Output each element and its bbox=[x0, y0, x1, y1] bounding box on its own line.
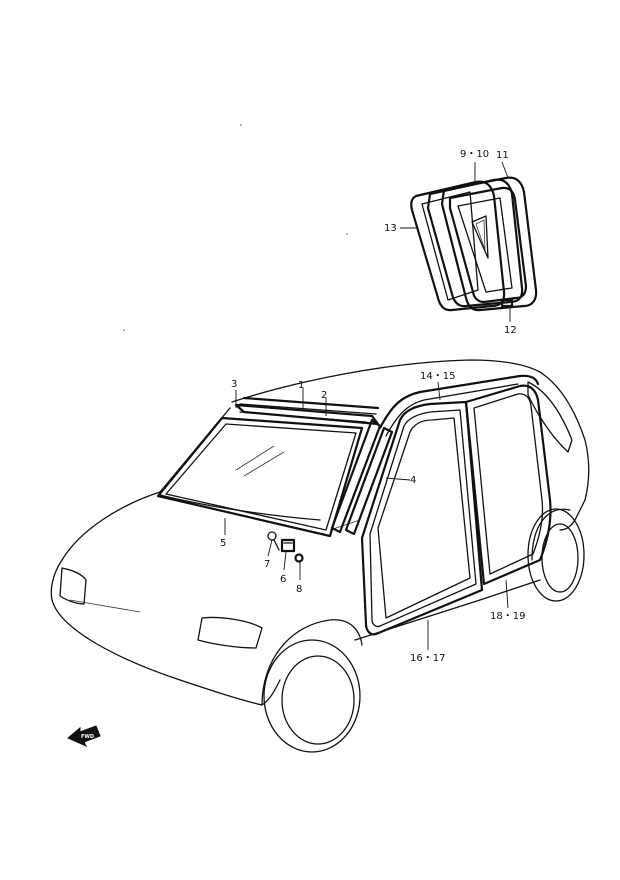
label-part-14-15: 14・15 bbox=[420, 371, 455, 382]
quarter-glass-assembly bbox=[410, 176, 538, 312]
label-part-6: 6 bbox=[280, 574, 286, 585]
windshield-upper-molding bbox=[239, 396, 380, 415]
front-arrow-label: FWD bbox=[81, 734, 94, 740]
headlight-right bbox=[197, 616, 263, 649]
clip-part-7 bbox=[267, 531, 280, 551]
pillar-molding bbox=[330, 418, 394, 536]
label-part-7: 7 bbox=[264, 559, 270, 570]
front-direction-arrow-icon: FWD bbox=[67, 725, 101, 748]
leader-lines bbox=[224, 161, 511, 650]
front-wheel bbox=[261, 619, 363, 753]
label-part-12: 12 bbox=[504, 325, 517, 336]
front-door-weatherstrip bbox=[360, 400, 484, 636]
part-labels: 1 2 3 4 5 6 7 8 9・10 11 12 13 14・15 16・1… bbox=[220, 149, 525, 664]
label-part-18-19: 18・19 bbox=[490, 611, 525, 622]
rear-wheel bbox=[527, 508, 585, 602]
label-part-5: 5 bbox=[220, 538, 226, 549]
label-part-4: 4 bbox=[410, 475, 416, 486]
clip-part-8 bbox=[294, 553, 304, 563]
headlight-left bbox=[59, 567, 87, 605]
rear-door-weatherstrip bbox=[464, 384, 552, 586]
roof-side-weatherstrip bbox=[378, 374, 540, 437]
label-part-11: 11 bbox=[496, 150, 509, 161]
label-part-1: 1 bbox=[298, 380, 304, 391]
windshield-glass bbox=[156, 416, 364, 538]
label-part-13: 13 bbox=[384, 223, 397, 234]
clip-part-6 bbox=[280, 538, 296, 553]
label-part-2: 2 bbox=[321, 390, 327, 401]
label-part-8: 8 bbox=[296, 584, 302, 595]
label-part-9-10: 9・10 bbox=[460, 149, 489, 160]
label-part-3: 3 bbox=[231, 379, 237, 390]
label-part-16-17: 16・17 bbox=[410, 653, 445, 664]
